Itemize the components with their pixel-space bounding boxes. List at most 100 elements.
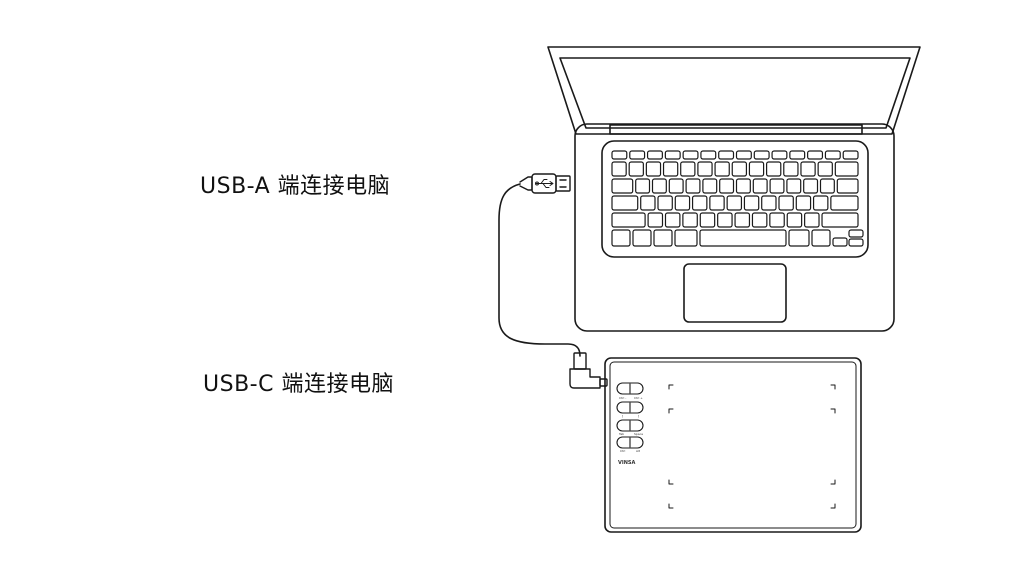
laptop-key bbox=[807, 150, 824, 160]
laptop-key bbox=[632, 229, 652, 247]
tablet-key-labels: Ctrl - Ctrl + [ ] Tab Space Ctrl Alt VIN… bbox=[618, 396, 643, 466]
laptop-key bbox=[647, 212, 664, 228]
tablet-body bbox=[604, 357, 862, 533]
laptop-key bbox=[769, 178, 785, 194]
laptop-key bbox=[651, 178, 667, 194]
laptop-key bbox=[735, 178, 751, 194]
laptop-key bbox=[629, 150, 646, 160]
laptop-key bbox=[743, 195, 760, 211]
laptop-key bbox=[842, 150, 859, 160]
laptop-key bbox=[668, 178, 684, 194]
laptop-key bbox=[812, 195, 829, 211]
laptop-key bbox=[824, 150, 841, 160]
laptop-key bbox=[719, 178, 735, 194]
laptop-key bbox=[718, 150, 735, 160]
laptop-key bbox=[752, 178, 768, 194]
laptop-key bbox=[848, 229, 864, 238]
laptop-key bbox=[788, 229, 810, 247]
tablet-inner-edge bbox=[609, 361, 857, 529]
laptop-key bbox=[771, 150, 788, 160]
laptop-key bbox=[836, 178, 859, 194]
express-key bbox=[616, 419, 644, 432]
laptop-key bbox=[734, 212, 751, 228]
usb-icon bbox=[535, 179, 554, 188]
brand-logo: VINSA bbox=[618, 460, 636, 466]
laptop-key bbox=[709, 195, 725, 211]
express-key bbox=[616, 436, 644, 449]
laptop-key bbox=[830, 195, 859, 211]
laptop-key bbox=[769, 212, 785, 228]
laptop-key bbox=[674, 195, 691, 211]
laptop-key bbox=[685, 178, 701, 194]
laptop-key bbox=[832, 237, 848, 247]
laptop-key bbox=[753, 150, 770, 160]
laptop-key bbox=[691, 195, 708, 211]
key-label: Ctrl - bbox=[619, 396, 626, 400]
laptop-key bbox=[700, 150, 717, 160]
laptop-key bbox=[821, 212, 859, 228]
express-key bbox=[616, 382, 644, 395]
usb-cable bbox=[498, 183, 581, 357]
laptop-key bbox=[640, 195, 656, 211]
laptop-key bbox=[657, 195, 673, 211]
laptop-trackpad bbox=[683, 263, 787, 323]
key-label: Alt bbox=[636, 449, 641, 453]
tablet-express-keys bbox=[616, 382, 644, 449]
laptop-key bbox=[748, 161, 765, 177]
laptop-key bbox=[611, 161, 627, 177]
usb-c-connector bbox=[569, 352, 608, 389]
laptop-key bbox=[800, 161, 816, 177]
laptop-keys bbox=[611, 150, 864, 247]
laptop-key bbox=[804, 212, 820, 228]
laptop-key bbox=[751, 212, 768, 228]
laptop-key bbox=[795, 195, 812, 211]
laptop-key bbox=[811, 229, 831, 247]
usb-c-label: USB-C 端连接电脑 bbox=[203, 372, 394, 397]
laptop-key bbox=[611, 150, 628, 160]
usb-a-label: USB-A 端连接电脑 bbox=[200, 174, 391, 199]
laptop-key bbox=[699, 212, 716, 228]
laptop-key bbox=[635, 178, 651, 194]
laptop-key bbox=[611, 195, 639, 211]
laptop-key bbox=[717, 212, 733, 228]
laptop-lid bbox=[547, 46, 921, 135]
laptop-key bbox=[702, 178, 718, 194]
laptop-key bbox=[714, 161, 730, 177]
laptop-keyboard-area bbox=[601, 140, 869, 258]
laptop-key bbox=[699, 229, 787, 247]
laptop-illustration bbox=[547, 46, 921, 332]
laptop-key bbox=[803, 178, 819, 194]
laptop-key bbox=[611, 178, 634, 194]
laptop-key bbox=[735, 150, 752, 160]
key-label: ] bbox=[638, 414, 639, 418]
graphics-tablet: Ctrl - Ctrl + [ ] Tab Space Ctrl Alt VIN… bbox=[604, 357, 862, 533]
laptop-key bbox=[819, 178, 835, 194]
laptop-key bbox=[628, 161, 644, 177]
active-area-marks bbox=[668, 384, 836, 509]
laptop-key bbox=[786, 178, 802, 194]
laptop-key bbox=[783, 161, 799, 177]
laptop-key bbox=[761, 195, 777, 211]
usb-a-connector bbox=[519, 173, 571, 194]
laptop-key bbox=[789, 150, 806, 160]
laptop-key bbox=[778, 195, 794, 211]
laptop-key bbox=[817, 161, 833, 177]
express-key bbox=[616, 401, 644, 414]
key-label: Ctrl bbox=[620, 449, 626, 453]
laptop-key bbox=[611, 229, 631, 247]
laptop-key bbox=[726, 195, 743, 211]
laptop-hinge bbox=[609, 124, 863, 135]
laptop-key bbox=[653, 229, 673, 247]
laptop-key bbox=[697, 161, 713, 177]
laptop-key bbox=[682, 212, 698, 228]
laptop-key bbox=[664, 212, 681, 228]
laptop-key bbox=[646, 150, 663, 160]
laptop-key bbox=[664, 150, 681, 160]
key-label: [ bbox=[622, 414, 623, 418]
laptop-key bbox=[682, 150, 699, 160]
key-label: Space bbox=[634, 432, 643, 436]
laptop-key bbox=[848, 238, 864, 247]
laptop-key bbox=[834, 161, 859, 177]
laptop-key bbox=[731, 161, 748, 177]
